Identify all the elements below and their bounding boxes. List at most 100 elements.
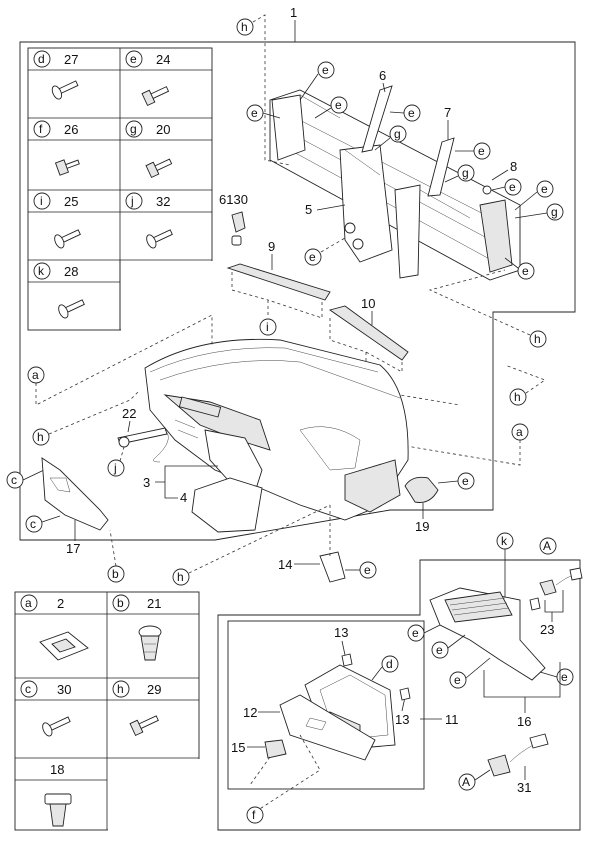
table-cell-d: d 27	[33, 50, 79, 100]
callout-i: i	[259, 318, 277, 336]
clip-part	[231, 235, 242, 246]
defroster-strip-9	[226, 263, 331, 301]
connector-part	[539, 579, 557, 596]
part-label: 17	[66, 541, 80, 556]
svg-text:h: h	[117, 682, 124, 696]
part-label: 5	[305, 202, 312, 217]
part-label: 13	[334, 625, 348, 640]
svg-text:e: e	[309, 250, 316, 264]
part-label: 12	[243, 705, 257, 720]
part-label: 13	[395, 712, 409, 727]
push-clip-icon	[138, 625, 162, 661]
svg-text:e: e	[561, 670, 568, 684]
table-cell-g: g 20	[125, 120, 173, 179]
table-cell-i: i 25	[33, 192, 81, 249]
table-cell-h: h 29	[112, 680, 161, 737]
callout-e: e	[504, 178, 522, 196]
svg-text:a: a	[516, 425, 523, 439]
switch-part-31	[487, 754, 511, 777]
callout-g: g	[457, 164, 475, 182]
callout-e: e	[317, 61, 335, 79]
svg-text:a: a	[32, 368, 39, 382]
callout-e: e	[330, 96, 348, 114]
main-frame-outline	[19, 41, 576, 541]
callout-c: c	[25, 515, 43, 533]
svg-text:e: e	[436, 643, 443, 657]
svg-text:j: j	[113, 461, 117, 475]
part-label: 3	[143, 475, 150, 490]
svg-text:g: g	[551, 205, 558, 219]
svg-text:h: h	[37, 430, 44, 444]
svg-text:g: g	[462, 166, 469, 180]
svg-text:a: a	[25, 596, 32, 610]
screw-icon	[129, 715, 159, 737]
callout-e: e	[403, 104, 421, 122]
harness-part	[117, 427, 169, 463]
main-part-number: 1	[290, 5, 297, 20]
svg-text:e: e	[462, 474, 469, 488]
callout-j: j	[107, 459, 125, 477]
svg-text:c: c	[25, 682, 31, 696]
screw-part	[399, 687, 411, 701]
callout-h: h	[236, 18, 254, 36]
svg-text:32: 32	[156, 194, 170, 209]
svg-text:20: 20	[156, 122, 170, 137]
svg-text:e: e	[541, 182, 548, 196]
callout-b: b	[107, 565, 125, 583]
callout-e: e	[449, 671, 467, 689]
svg-text:j: j	[130, 194, 134, 208]
part-label: 7	[444, 105, 451, 120]
table-cell-b: b 21	[112, 594, 162, 661]
svg-text:27: 27	[64, 52, 78, 67]
svg-text:e: e	[454, 673, 461, 687]
connector-part	[569, 567, 583, 581]
svg-text:c: c	[30, 517, 36, 531]
callout-e: e	[536, 180, 554, 198]
callout-e: e	[517, 262, 535, 280]
air-vent-19	[404, 476, 439, 503]
svg-text:e: e	[509, 180, 516, 194]
side-trim-17	[41, 457, 109, 531]
part-label: 14	[278, 557, 292, 572]
svg-text:h: h	[177, 570, 184, 584]
svg-text:e: e	[251, 106, 258, 120]
table-cell-j: j 32	[125, 192, 173, 249]
svg-text:e: e	[322, 63, 329, 77]
svg-text:e: e	[335, 98, 342, 112]
callout-h: h	[529, 330, 547, 348]
table-cell-k: k 28	[33, 262, 85, 319]
svg-text:30: 30	[57, 682, 71, 697]
callout-c: c	[6, 471, 24, 489]
screw-icon	[141, 86, 170, 107]
callout-e: e	[431, 641, 449, 659]
callout-g: g	[546, 203, 564, 221]
svg-text:24: 24	[156, 52, 170, 67]
callout-g: g	[389, 125, 407, 143]
part-label: 9	[268, 239, 275, 254]
callout-h: h	[172, 568, 190, 586]
svg-text:b: b	[112, 567, 119, 581]
callout-d: d	[381, 655, 399, 673]
nut-clip-icon	[44, 793, 72, 827]
table-cell-a: a 2	[20, 594, 89, 661]
part-label: 6	[379, 68, 386, 83]
connector-part	[529, 733, 549, 749]
callout-h: h	[32, 428, 50, 446]
part-label: 6130	[219, 192, 248, 207]
part-label: 15	[231, 740, 245, 755]
svg-text:A: A	[462, 775, 470, 789]
part-label: 10	[361, 296, 375, 311]
part-label: 16	[517, 714, 531, 729]
svg-text:h: h	[534, 332, 541, 346]
callout-f: f	[246, 806, 264, 824]
fastener-table-top: d 27 e 24 f 26	[27, 47, 213, 331]
svg-text:e: e	[364, 563, 371, 577]
lower-panel-16	[429, 587, 546, 681]
svg-text:h: h	[514, 390, 521, 404]
callout-e: e	[407, 624, 425, 642]
part-label: 11	[445, 712, 459, 727]
cross-member-bracket	[269, 85, 521, 281]
svg-text:e: e	[412, 626, 419, 640]
airbag-cover-4	[191, 477, 263, 533]
